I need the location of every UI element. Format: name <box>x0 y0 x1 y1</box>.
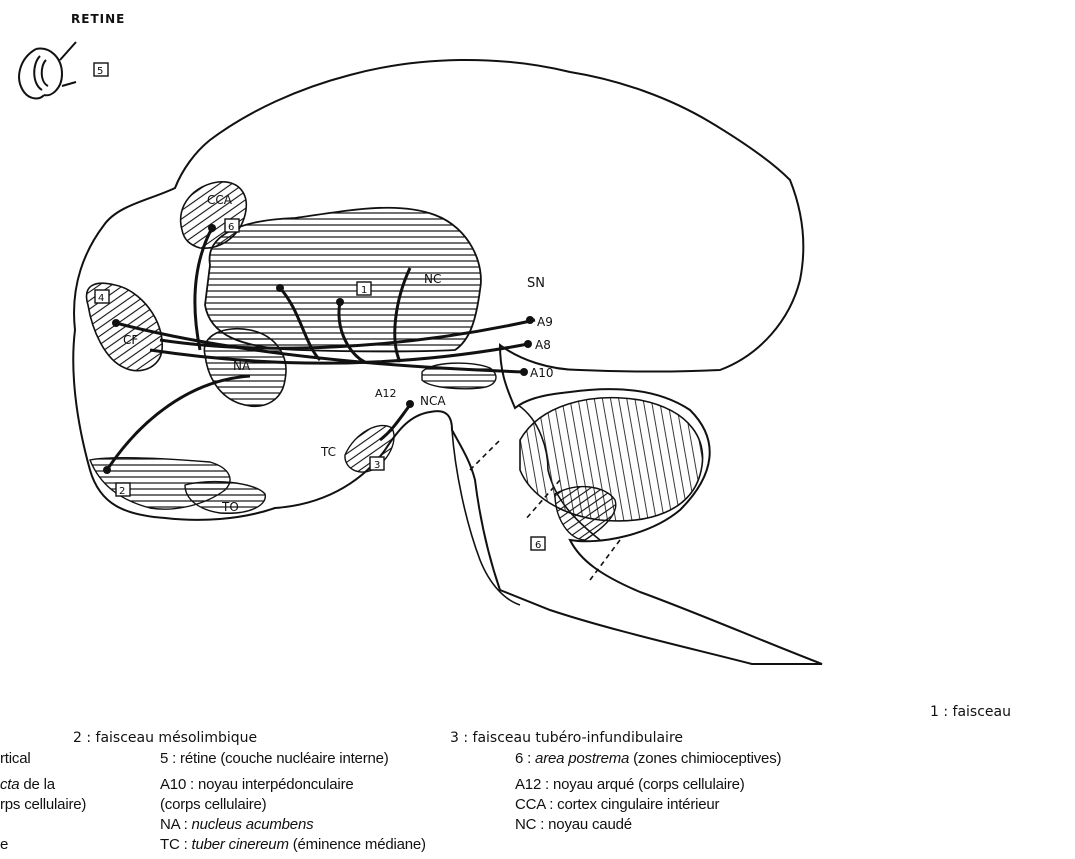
legend-item-6-suffix: (zones chimioceptives) <box>629 750 781 767</box>
brain-outline <box>73 60 822 664</box>
label-cf: CF <box>123 333 138 347</box>
legend-item-6: 6 : area postrema (zones chimioceptives) <box>515 751 781 766</box>
legend-tc-prefix: TC : <box>160 836 192 853</box>
legend-item-6-prefix: 6 : <box>515 750 535 767</box>
legend-na-italic: nucleus acumbens <box>192 816 314 833</box>
label-a9: A9 <box>537 315 553 329</box>
legend-item-na: NA : nucleus acumbens <box>160 817 313 832</box>
label-box4: 4 <box>98 293 104 304</box>
label-box1: 1 <box>361 285 367 296</box>
legend-item-1: 1 : faisceau <box>930 705 1011 719</box>
legend-na-prefix: NA : <box>160 816 192 833</box>
legend-tc-suffix: (éminence médiane) <box>289 836 426 853</box>
legend-a9-italic: cta <box>0 776 19 793</box>
label-sn: SN <box>527 276 545 291</box>
label-box6-bottom: 6 <box>535 540 541 551</box>
legend-item-tc: TC : tuber cinereum (éminence médiane) <box>160 837 426 852</box>
legend-tc-italic: tuber cinereum <box>192 836 289 853</box>
legend-item-a10-line2: (corps cellulaire) <box>160 797 266 812</box>
legend-item-6-italic: area postrema <box>535 750 629 767</box>
legend-item-cca: CCA : cortex cingulaire intérieur <box>515 797 719 812</box>
label-nc: NC <box>424 272 441 286</box>
legend-item-a9-line2: rps cellulaire) <box>0 797 86 812</box>
label-box6-top: 6 <box>228 222 234 233</box>
label-to: TO <box>221 500 239 514</box>
legend-item-nc: NC : noyau caudé <box>515 817 632 832</box>
legend-item-2: 2 : faisceau mésolimbique <box>73 731 257 745</box>
label-box5: 5 <box>97 66 103 77</box>
label-box3: 3 <box>374 460 380 471</box>
label-na: NA <box>233 359 251 373</box>
legend-item-3: 3 : faisceau tubéro-infundibulaire <box>450 731 683 745</box>
label-a12: A12 <box>375 387 397 400</box>
label-retine: RETINE <box>71 12 125 26</box>
label-box2: 2 <box>119 486 125 497</box>
label-a8: A8 <box>535 338 551 352</box>
legend-a9-rest: de la <box>19 776 55 793</box>
label-cca: CCA <box>207 193 233 207</box>
legend-item-5: 5 : rétine (couche nucléaire interne) <box>160 751 389 766</box>
legend-item-a12: A12 : noyau arqué (corps cellulaire) <box>515 777 745 792</box>
brain-diagram: RETINE 5 CCA 6 4 CF NC 1 SN A9 A8 A10 NA… <box>0 0 1075 680</box>
legend-item-a10: A10 : noyau interpédonculaire <box>160 777 354 792</box>
legend-item-4-tail: rtical <box>0 751 30 766</box>
label-nca: NCA <box>420 394 446 408</box>
legend-item-a9: cta de la <box>0 777 55 792</box>
legend-item-e-tail: e <box>0 837 8 852</box>
region-area-postrema <box>555 487 616 540</box>
retina-eye-icon <box>19 42 76 98</box>
label-tc: TC <box>320 445 336 459</box>
label-a10: A10 <box>530 366 553 380</box>
